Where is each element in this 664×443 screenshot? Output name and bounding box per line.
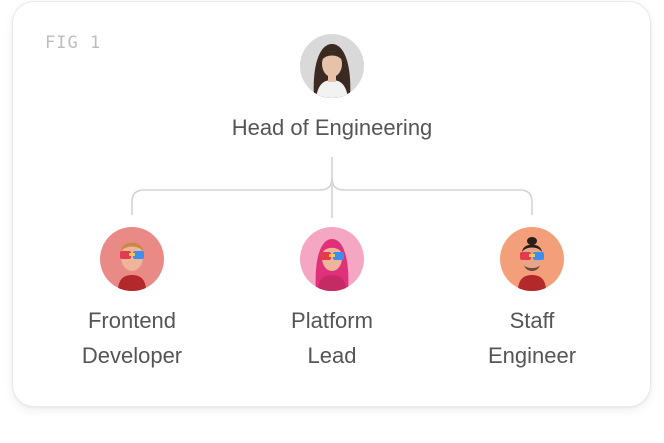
figure-label: FIG 1 xyxy=(45,33,102,53)
frontend-developer-title: Frontend Developer xyxy=(81,308,183,368)
person-avatar-icon xyxy=(500,227,564,291)
platform-lead-avatar xyxy=(300,227,364,291)
person-avatar-icon xyxy=(100,227,164,291)
staff-engineer-avatar xyxy=(500,227,564,291)
person-portrait-icon xyxy=(300,34,364,98)
person-avatar-icon xyxy=(300,227,364,291)
staff-engineer-title: Staff Engineer xyxy=(487,308,577,368)
root-title: Head of Engineering xyxy=(231,115,433,140)
connector-left-branch xyxy=(131,177,333,215)
root-avatar xyxy=(300,34,364,98)
frontend-developer-avatar xyxy=(100,227,164,291)
platform-lead-title: Platform Lead xyxy=(291,308,373,368)
connector-right-branch xyxy=(331,177,533,215)
